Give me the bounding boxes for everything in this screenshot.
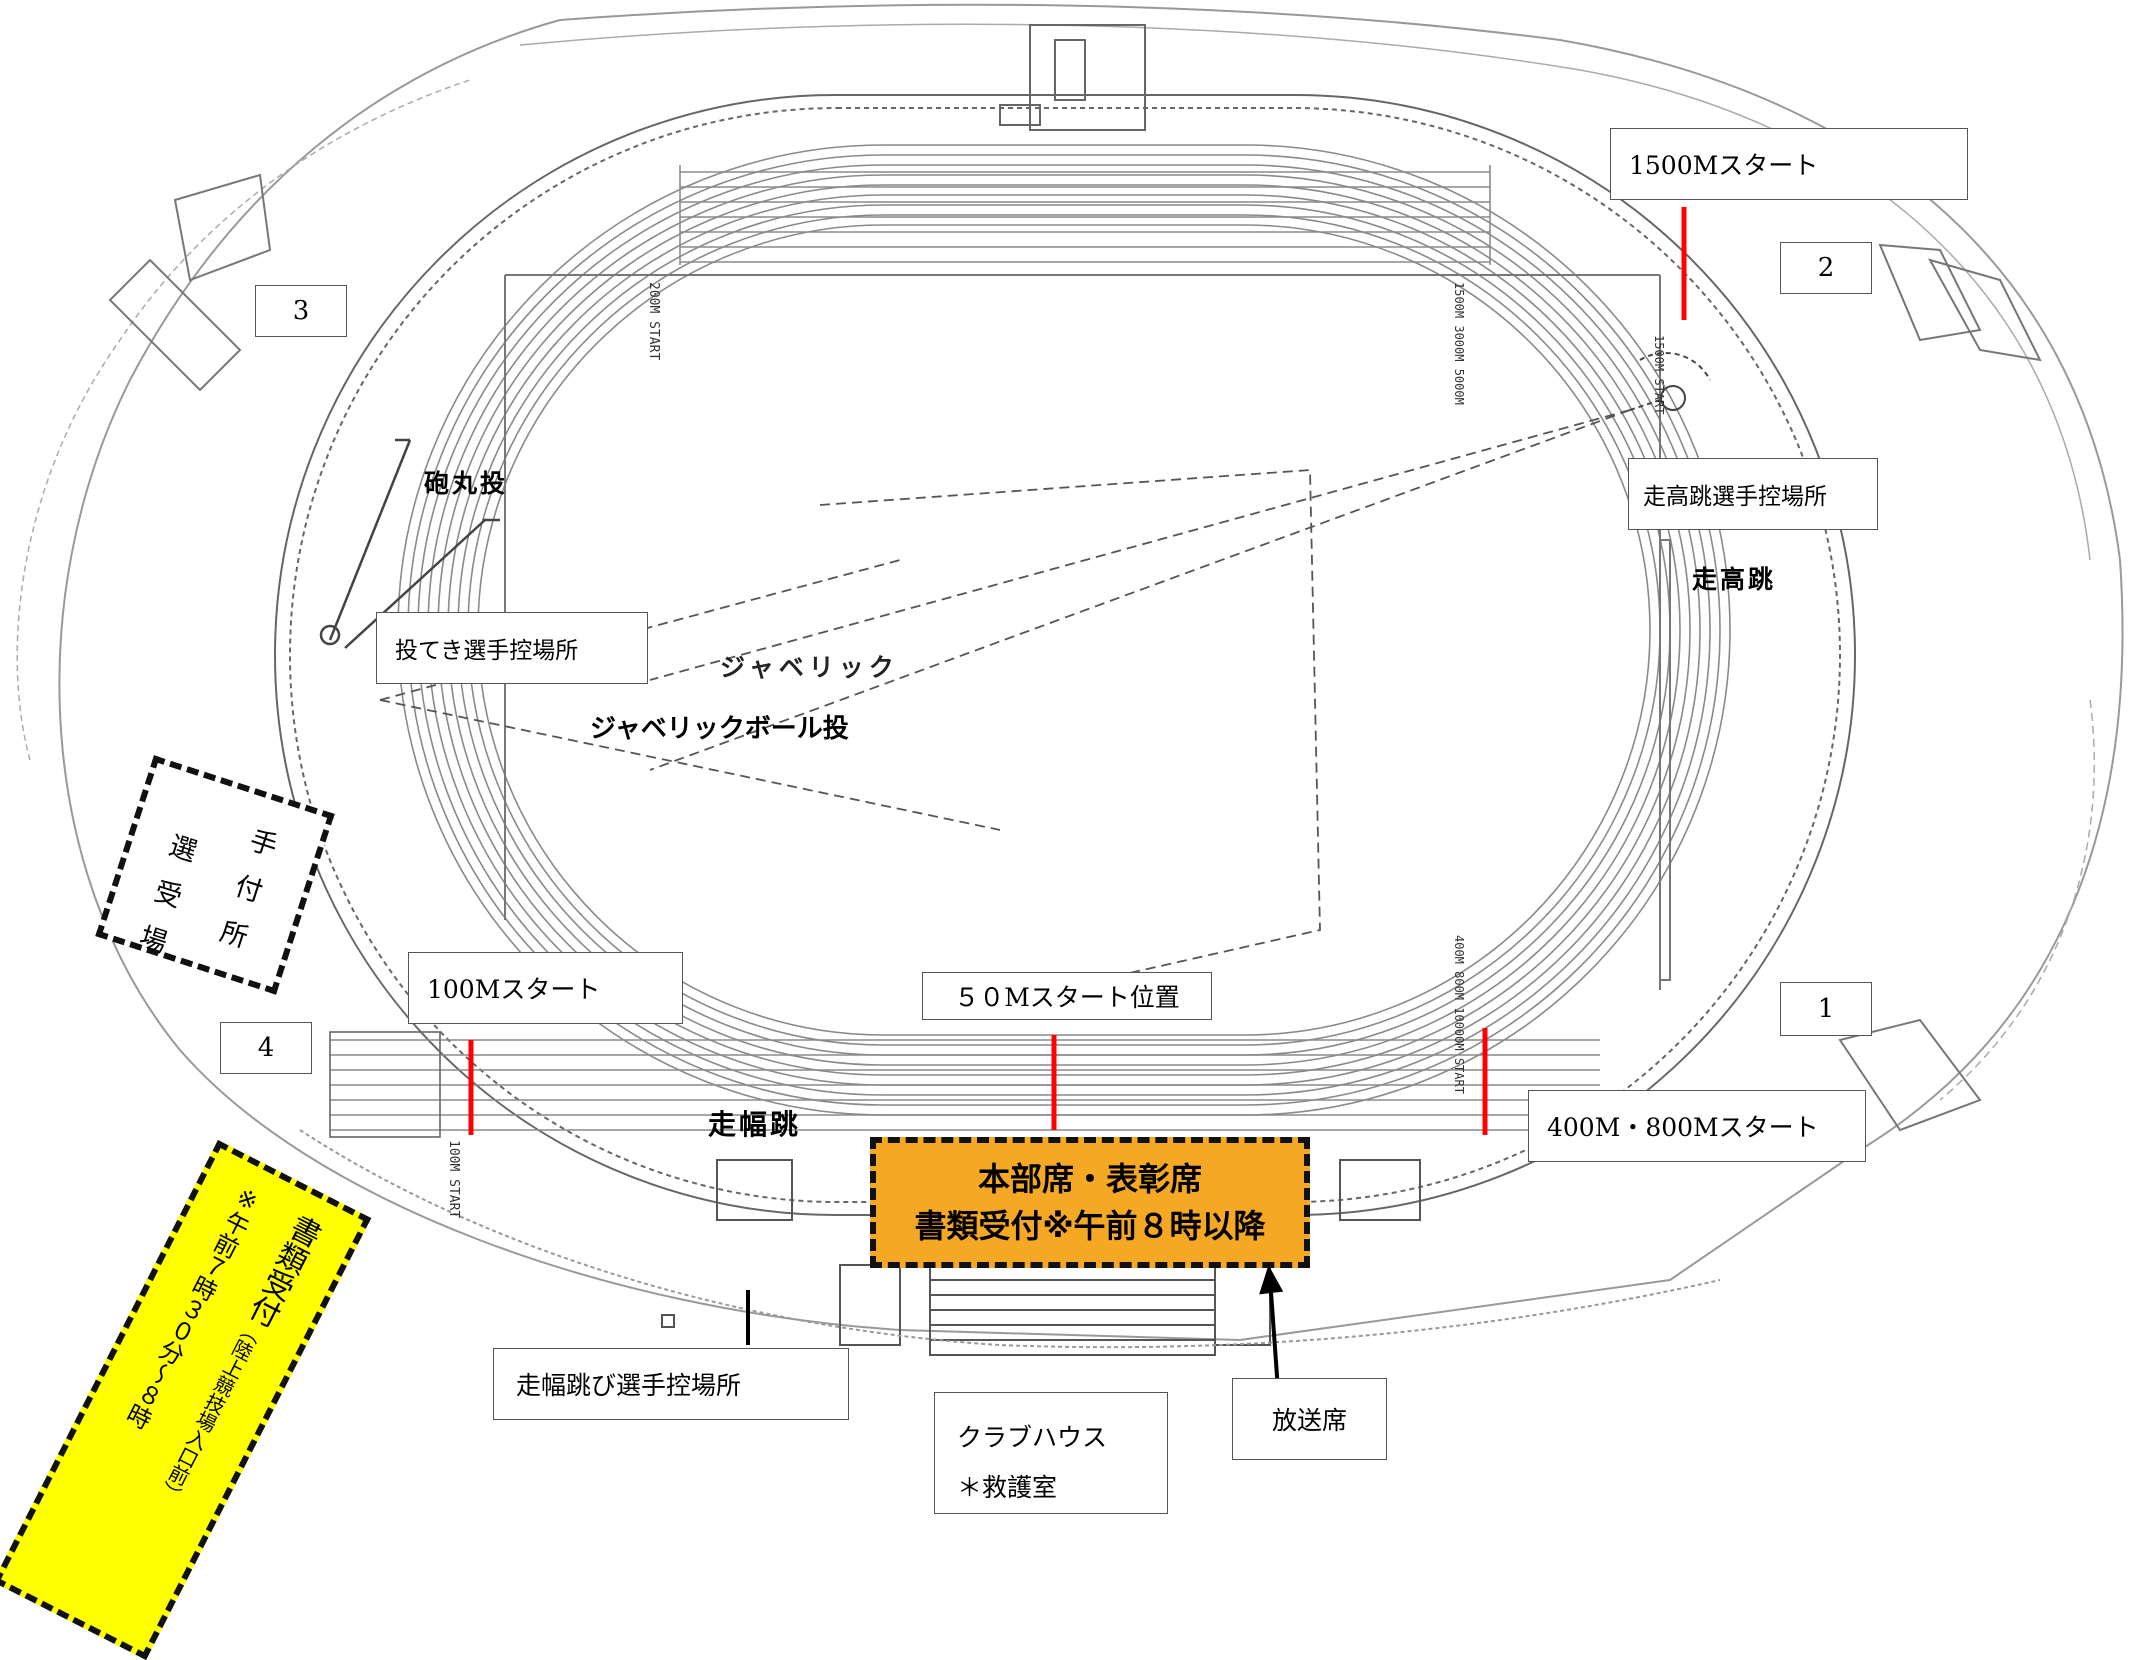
headquarters-box: 本部席・表彰席 書類受付※午前８時以降	[870, 1137, 1310, 1268]
event-shot-put: 砲丸投	[424, 469, 509, 498]
stand-block-bottom-right	[1838, 1018, 1982, 1132]
track-label-100m-start: 100M START	[446, 1140, 461, 1218]
stand-block-top-left	[108, 173, 272, 392]
corner-marker-1: 1	[1780, 982, 1872, 1036]
infield	[480, 274, 1671, 990]
stadium-outer-outline-4	[1939, 699, 2096, 1101]
corner-marker-2: 2	[1780, 242, 1872, 294]
clubhouse-name: クラブハウス	[957, 1423, 1108, 1452]
label-broadcast-booth: 放送席	[1232, 1378, 1387, 1460]
reception-char-3: 受	[150, 876, 186, 914]
reception-char-6: 所	[216, 916, 252, 955]
label-high-jump-waiting-area: 走高跳選手控場所	[1628, 458, 1878, 530]
stadium-outer-outline-3	[16, 79, 471, 761]
track-label-right-start: 1500M START	[1652, 335, 1666, 414]
high-jump-area	[1629, 352, 1711, 411]
javelin-sector	[379, 409, 1631, 1001]
back-straight	[679, 165, 1491, 265]
stand-block-top-right	[1878, 243, 2042, 362]
broadcast-arrow	[1259, 1264, 1284, 1391]
event-high-jump: 走高跳	[1692, 565, 1777, 594]
reception-char-2: 手	[245, 825, 282, 863]
label-400m-800m-start: 400M・800Mスタート	[1528, 1090, 1866, 1162]
label-100m-start: 100Mスタート	[408, 952, 683, 1024]
reception-char-1: 選	[165, 830, 201, 869]
event-javelin-ball-throw: ジャベリックボール投	[590, 714, 849, 744]
start-lines	[468, 207, 1687, 1135]
shot-put-sector	[319, 438, 500, 649]
home-straight	[329, 1031, 1600, 1138]
headquarters-line1: 本部席・表彰席	[977, 1160, 1202, 1199]
label-throwing-waiting-area: 投てき選手控場所	[376, 612, 648, 684]
stadium-outer-outline-2	[519, 23, 2091, 561]
track-label-start-group-bottom: 400M 800M 10000M START	[1452, 935, 1466, 1094]
label-1500m-start: 1500Mスタート	[1610, 128, 1968, 200]
event-javelin: ジャベリック	[720, 653, 899, 682]
corner-marker-3: 3	[255, 285, 347, 337]
label-50m-start-position: ５０Mスタート位置	[922, 972, 1212, 1020]
label-long-jump-waiting-area: 走幅跳び選手控場所	[493, 1348, 849, 1420]
clubhouse-first-aid-room: ＊救護室	[957, 1473, 1058, 1502]
event-long-jump: 走幅跳	[708, 1108, 802, 1141]
reception-char-5: 場	[135, 921, 171, 960]
track-label-200m-start: 200M START	[646, 282, 661, 360]
corner-marker-4: 4	[220, 1022, 312, 1074]
clubhouse-box: クラブハウス ＊救護室	[934, 1392, 1168, 1514]
entrance-top	[999, 24, 1146, 131]
track-label-start-group-top: 1500M 3000M 5000M	[1452, 282, 1466, 405]
reception-char-4: 付	[231, 870, 267, 909]
headquarters-line2: 書類受付※午前８時以降	[914, 1206, 1266, 1245]
stadium-outer-outline	[58, 3, 2124, 1342]
